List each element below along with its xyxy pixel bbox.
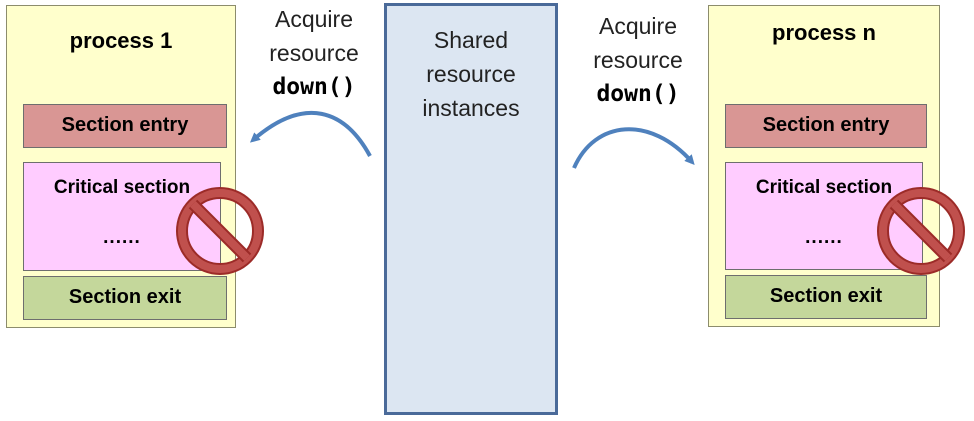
prohibited-icon-left bbox=[176, 187, 264, 275]
process-1-section-entry: Section entry bbox=[23, 104, 227, 148]
process-1-critical-dots: ...... bbox=[103, 227, 141, 248]
process-1-section-exit: Section exit bbox=[23, 276, 227, 320]
left-acquire-line2: resource bbox=[269, 40, 359, 66]
process-1-box: process 1 Section entry Critical section… bbox=[6, 5, 236, 328]
right-acquire-label: Acquire resource down() bbox=[576, 9, 700, 111]
process-1-critical-label: Critical section bbox=[53, 177, 191, 198]
process-n-critical-label: Critical section bbox=[755, 177, 893, 198]
process-n-section-exit: Section exit bbox=[725, 275, 927, 319]
left-arrow-icon bbox=[249, 111, 372, 157]
shared-line-1: Shared bbox=[433, 27, 509, 53]
right-acquire-code: down() bbox=[596, 81, 680, 107]
left-acquire-code: down() bbox=[272, 74, 356, 100]
process-n-title: process n bbox=[772, 20, 876, 45]
left-acquire-label: Acquire resource down() bbox=[252, 2, 376, 104]
shared-line-2: resource bbox=[426, 61, 516, 87]
right-acquire-line1: Acquire bbox=[599, 13, 677, 39]
shared-resource-label: Shared resource instances bbox=[387, 23, 555, 125]
process-1-title: process 1 bbox=[69, 28, 173, 53]
shared-line-3: instances bbox=[422, 95, 520, 121]
shared-resource-box: Shared resource instances bbox=[384, 3, 558, 415]
left-acquire-line1: Acquire bbox=[275, 6, 353, 32]
prohibited-icon-right bbox=[877, 187, 965, 275]
process-n-section-entry: Section entry bbox=[725, 104, 927, 148]
process-n-box: process n Section entry Critical section… bbox=[708, 5, 940, 327]
right-acquire-line2: resource bbox=[593, 47, 683, 73]
right-arrow-icon bbox=[572, 127, 695, 169]
process-n-critical-dots: ...... bbox=[805, 227, 843, 248]
